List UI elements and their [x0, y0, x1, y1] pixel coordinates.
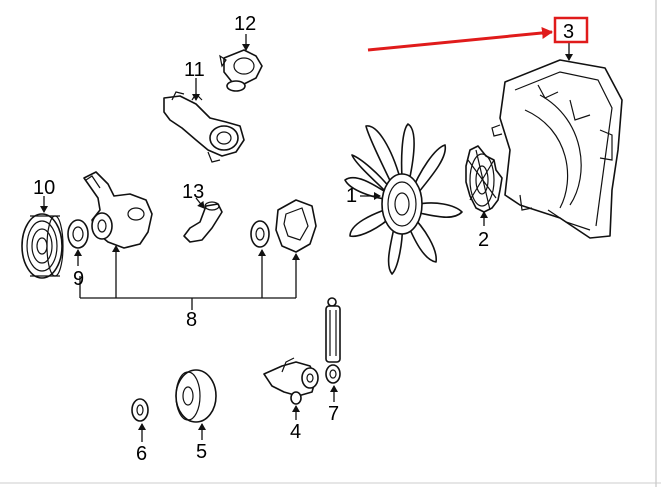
callout-3[interactable]: 3 — [563, 21, 574, 43]
callout-7[interactable]: 7 — [328, 403, 339, 425]
water-pump[interactable] — [83, 171, 153, 249]
part-2-fan-clutch[interactable] — [465, 145, 503, 213]
highlight-arrow — [367, 27, 553, 52]
callout-6[interactable]: 6 — [136, 443, 147, 465]
leader-lines — [40, 34, 573, 442]
part-9-seal[interactable] — [67, 219, 89, 249]
callout-4[interactable]: 4 — [290, 421, 301, 443]
callout-10[interactable]: 10 — [33, 177, 55, 199]
seal-ring-right[interactable] — [250, 220, 270, 248]
callout-1[interactable]: 1 — [346, 185, 357, 207]
part-12-thermostat-housing[interactable] — [219, 49, 263, 92]
callout-8[interactable]: 8 — [186, 309, 197, 331]
callout-2[interactable]: 2 — [478, 229, 489, 251]
part-10-pulley[interactable] — [21, 213, 64, 279]
callout-5[interactable]: 5 — [196, 441, 207, 463]
part-7-damper[interactable] — [325, 297, 341, 384]
part-4-tensioner[interactable] — [263, 357, 319, 405]
part-6-cap[interactable] — [131, 398, 149, 422]
callout-9[interactable]: 9 — [73, 268, 84, 290]
callout-13[interactable]: 13 — [182, 181, 204, 203]
water-pump-gasket[interactable] — [275, 199, 317, 253]
part-3-fan-shroud[interactable] — [491, 59, 623, 239]
part-11-water-outlet[interactable] — [163, 91, 245, 163]
highlight-box — [553, 16, 589, 44]
callout-12[interactable]: 12 — [234, 13, 256, 35]
part-13-hose[interactable] — [183, 201, 223, 243]
part-1-fan[interactable] — [344, 123, 463, 275]
callout-11[interactable]: 11 — [184, 59, 205, 81]
part-5-idler-pulley[interactable] — [175, 369, 217, 423]
